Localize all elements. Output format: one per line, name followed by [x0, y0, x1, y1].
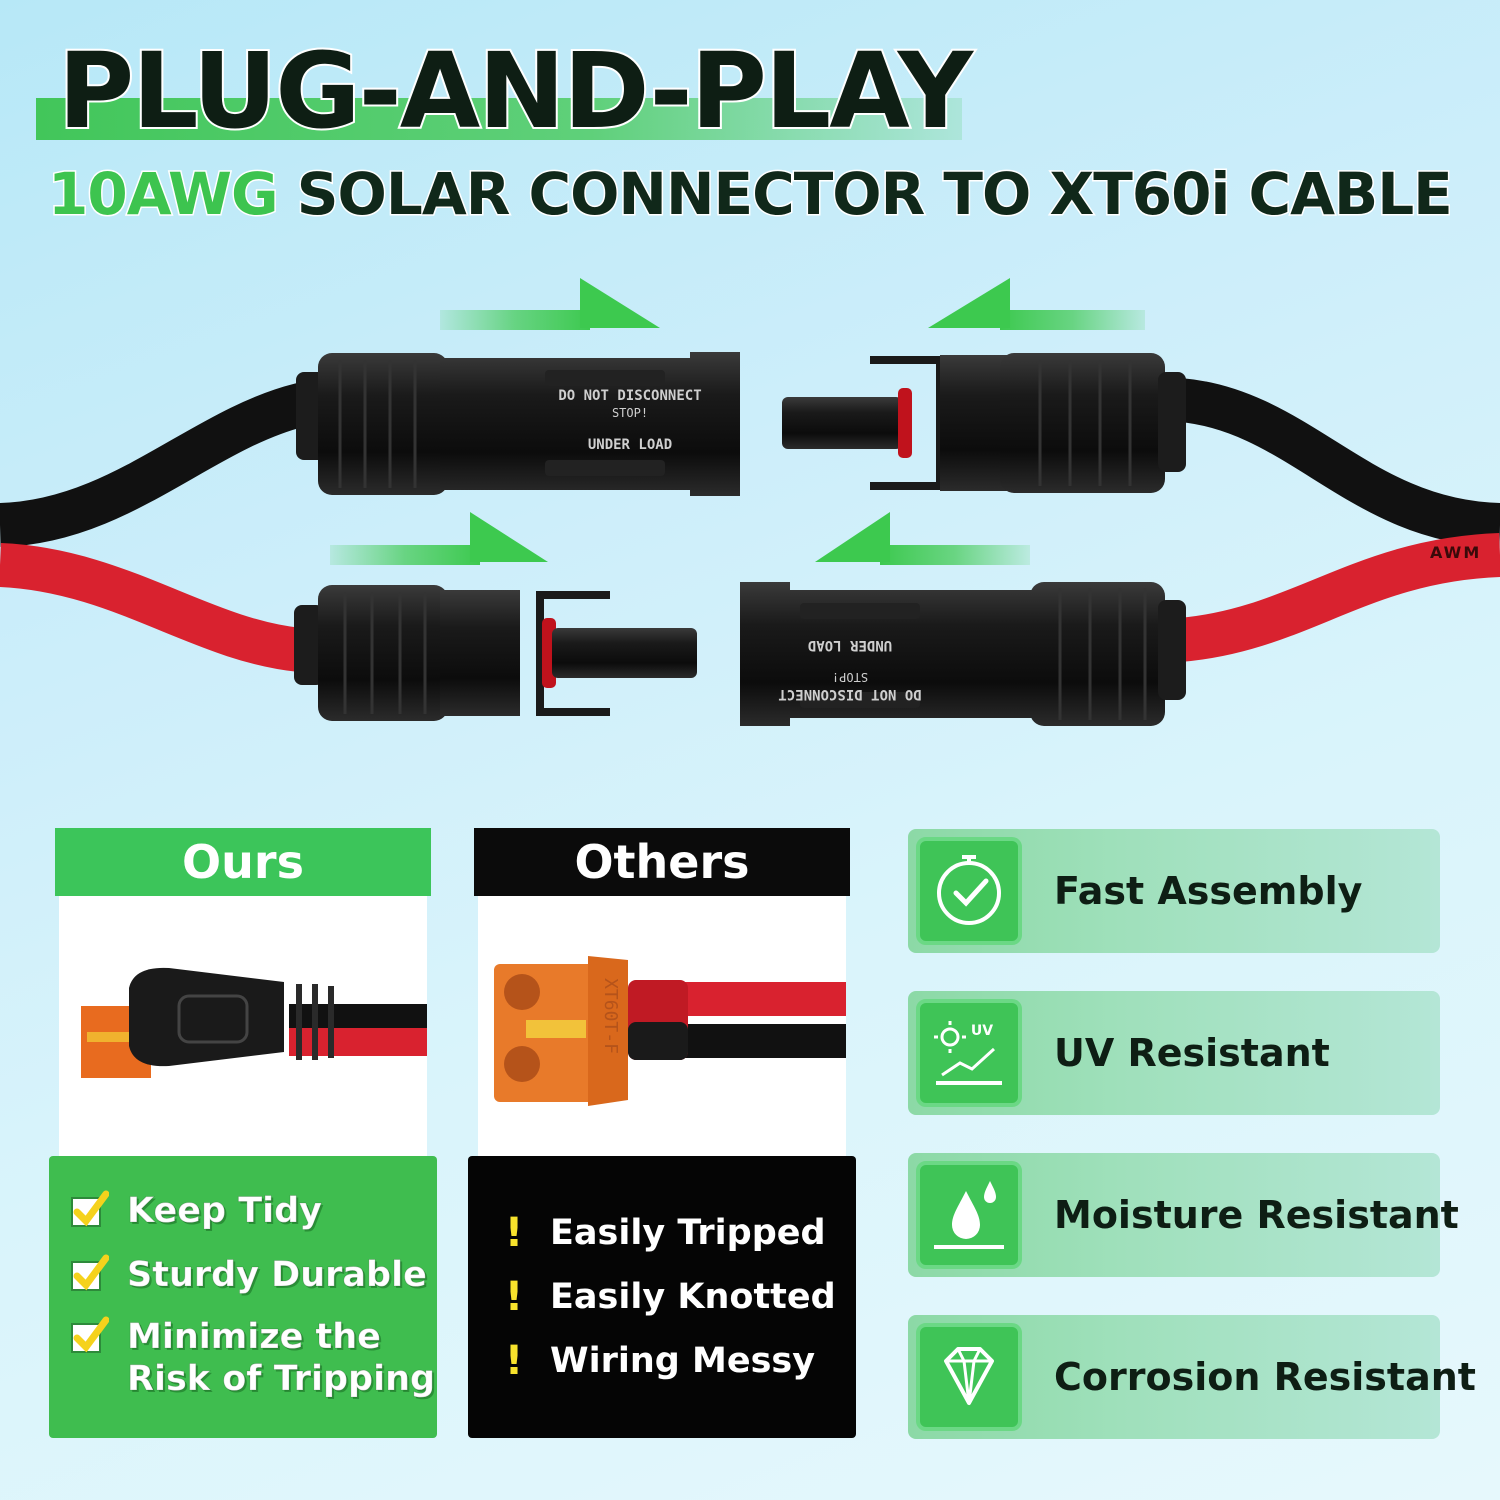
bottom-right-warning-line2: STOP! — [832, 670, 868, 684]
ours-feature-1: Keep Tidy — [69, 1190, 322, 1232]
warning-icon: ! — [504, 1274, 524, 1320]
ours-feature-2: Sturdy Durable — [69, 1254, 427, 1296]
ours-feature-3: Minimize the Risk of Tripping — [69, 1316, 436, 1400]
mc4-male-bottom-left — [294, 585, 697, 721]
top-left-warning-line3: UNDER LOAD — [588, 437, 672, 453]
warning-icon: ! — [504, 1338, 524, 1384]
check-icon — [71, 1254, 109, 1291]
arrow-left-bottom — [815, 512, 1030, 565]
ours-feature-2-label: Sturdy Durable — [127, 1255, 428, 1296]
uv-icon-text: UV — [971, 1023, 993, 1039]
page-subtitle: 10AWG SOLAR CONNECTOR TO XT60i CABLE — [47, 159, 1455, 230]
black-cable-right — [1177, 378, 1500, 547]
ours-feature-1-label: Keep Tidy — [127, 1191, 323, 1232]
subtitle-rest: SOLAR CONNECTOR TO XT60i CABLE — [295, 159, 1454, 230]
others-feature-2: ! Easily Knotted — [488, 1276, 836, 1318]
subtitle-accent: 10AWG — [47, 159, 281, 230]
cable-mark: AWM — [1430, 543, 1482, 562]
mc4-male-top-right — [782, 353, 1186, 493]
warning-icon: ! — [504, 1210, 524, 1256]
top-left-warning-line2: STOP! — [612, 406, 648, 420]
ours-heading: Ours — [55, 828, 431, 896]
feature-label-corrosion-resistant: Corrosion Resistant — [1054, 1355, 1476, 1399]
ours-feature-3-line2: Risk of Tripping — [126, 1359, 436, 1400]
ours-feature-3-line1: Minimize the — [126, 1317, 381, 1358]
others-feature-3-label: Wiring Messy — [550, 1341, 816, 1381]
arrow-right-bottom — [330, 512, 548, 565]
others-feature-panel: ! Easily Tripped ! Easily Knotted ! Wiri… — [468, 1156, 856, 1438]
others-heading: Others — [474, 828, 850, 896]
others-connector-mark: XT60T-F — [600, 978, 621, 1054]
arrow-right-top — [440, 278, 660, 330]
mc4-female-bottom-right: DO NOT DISCONNECT STOP! UNDER LOAD — [740, 582, 1186, 726]
water-drop-icon — [916, 1161, 1022, 1269]
page-title: PLUG-AND-PLAY — [56, 28, 975, 154]
mc4-female-top-left: DO NOT DISCONNECT STOP! UNDER LOAD — [296, 352, 740, 496]
check-icon — [71, 1316, 109, 1353]
red-cable-right — [1177, 533, 1500, 662]
others-card: Others XT60T-F ! Easily Tripped ! Easily… — [468, 828, 856, 1438]
connector-illustration: DO NOT DISCONNECT STOP! UNDER LOAD — [0, 278, 1500, 726]
feature-label-moisture-resistant: Moisture Resistant — [1054, 1193, 1459, 1237]
feature-label-fast-assembly: Fast Assembly — [1054, 869, 1363, 913]
check-icon — [71, 1190, 109, 1227]
others-feature-2-label: Easily Knotted — [550, 1277, 836, 1317]
diamond-icon — [916, 1323, 1022, 1431]
feature-tile-uv-resistant: UV UV Resistant — [908, 991, 1440, 1115]
ours-product-image — [59, 896, 429, 1158]
feature-label-uv-resistant: UV Resistant — [1054, 1031, 1330, 1075]
ours-card: Ours Keep Tidy Sturdy Durable — [49, 828, 437, 1438]
others-feature-1: ! Easily Tripped — [488, 1212, 826, 1254]
arrow-left-top — [928, 278, 1145, 330]
feature-tile-moisture-resistant: Moisture Resistant — [908, 1153, 1459, 1277]
top-left-warning-line1: DO NOT DISCONNECT — [558, 388, 701, 404]
others-product-image: XT60T-F — [478, 896, 848, 1158]
black-cable-left — [0, 383, 310, 547]
others-feature-1-label: Easily Tripped — [550, 1213, 826, 1253]
feature-tile-corrosion-resistant: Corrosion Resistant — [908, 1315, 1476, 1439]
title-highlight-band — [36, 98, 962, 140]
uv-sun-icon: UV — [916, 999, 1022, 1107]
clock-check-icon — [916, 837, 1022, 945]
feature-tile-fast-assembly: Fast Assembly — [908, 829, 1440, 953]
ours-feature-panel: Keep Tidy Sturdy Durable Minimize the Ri… — [49, 1156, 437, 1438]
red-cable-left — [0, 543, 303, 672]
bottom-right-warning-line3: UNDER LOAD — [808, 637, 892, 653]
others-feature-3: ! Wiring Messy — [488, 1340, 815, 1382]
bottom-right-warning-line1: DO NOT DISCONNECT — [778, 686, 921, 702]
